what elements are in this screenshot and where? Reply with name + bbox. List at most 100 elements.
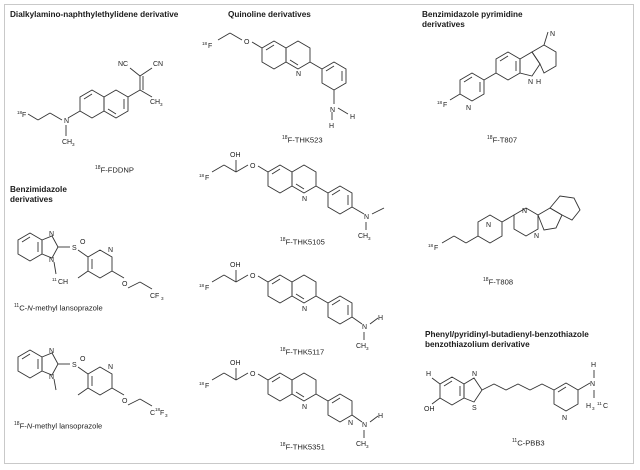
svg-text:N: N	[302, 404, 307, 411]
svg-text:CH: CH	[62, 139, 72, 146]
svg-text:N: N	[472, 371, 477, 378]
svg-text:N: N	[302, 196, 307, 203]
svg-text:N: N	[528, 79, 533, 86]
svg-text:S: S	[72, 362, 77, 369]
svg-text:18: 18	[199, 283, 205, 288]
svg-text:C: C	[150, 410, 155, 417]
caption-t807: 18F-T807	[487, 135, 518, 145]
svg-text:3: 3	[366, 444, 369, 449]
atom-cn: CN	[153, 61, 163, 68]
caption-fddnp: 18F-FDDNP	[95, 165, 134, 175]
svg-text:3: 3	[161, 296, 164, 301]
svg-text:OH: OH	[230, 360, 241, 367]
svg-text:18: 18	[202, 41, 208, 46]
svg-text:N: N	[49, 374, 54, 381]
svg-text:H: H	[350, 114, 355, 121]
svg-text:F: F	[434, 245, 438, 252]
svg-text:O: O	[250, 371, 256, 378]
svg-text:H: H	[378, 413, 383, 420]
atom-n: N	[64, 118, 69, 125]
svg-text:H: H	[536, 79, 541, 86]
caption-pbb3: 11C-PBB3	[512, 438, 545, 448]
svg-text:3: 3	[592, 406, 595, 411]
header-dialkylamino: Dialkylamino-naphthylethylidene derivati…	[10, 10, 179, 19]
svg-text:N: N	[590, 381, 595, 388]
svg-text:CF: CF	[150, 293, 159, 300]
header-phenyl: Phenyl/pyridinyl-butadienyl-benzothiazol…	[425, 330, 589, 349]
svg-text:O: O	[122, 398, 128, 405]
svg-text:N: N	[296, 71, 301, 78]
svg-text:18: 18	[155, 407, 161, 412]
svg-text:N: N	[362, 422, 367, 429]
svg-text:F: F	[205, 285, 209, 292]
svg-text:N: N	[466, 105, 471, 112]
svg-text:S: S	[472, 405, 477, 412]
atom-ch3: CH	[150, 99, 160, 106]
svg-text:F: F	[443, 102, 447, 109]
svg-text:18: 18	[199, 381, 205, 386]
svg-text:N: N	[522, 208, 527, 215]
svg-text:N: N	[49, 231, 54, 238]
svg-text:18: 18	[199, 173, 205, 178]
svg-text:3: 3	[72, 142, 75, 147]
svg-text:N: N	[550, 31, 555, 38]
caption-thk5105: 18F-THK5105	[280, 237, 325, 247]
svg-text:O: O	[250, 273, 256, 280]
caption-thk5351: 18F-THK5351	[280, 442, 325, 452]
svg-text:O: O	[122, 281, 128, 288]
svg-text:18: 18	[428, 243, 434, 248]
svg-text:F: F	[208, 43, 212, 50]
caption-f-lansoprazole: 18F-N-methyl lansoprazole	[14, 421, 103, 431]
svg-text:H: H	[586, 403, 591, 410]
svg-text:F: F	[205, 383, 209, 390]
svg-text:18: 18	[17, 110, 23, 115]
header-bzpyrimidine: Benzimidazole pyrimidine derivatives	[422, 10, 523, 29]
svg-text:O: O	[80, 356, 86, 363]
svg-text:N: N	[302, 306, 307, 313]
svg-text:O: O	[250, 163, 256, 170]
svg-text:CH: CH	[356, 343, 366, 350]
svg-text:18: 18	[437, 100, 443, 105]
header-benzimidazole: Benzimidazole derivatives	[10, 185, 67, 204]
svg-text:F: F	[22, 112, 26, 119]
svg-text:H: H	[329, 123, 334, 130]
figure-frame	[4, 4, 634, 464]
svg-text:F: F	[205, 175, 209, 182]
svg-text:N: N	[330, 107, 335, 114]
svg-text:11: 11	[597, 401, 602, 406]
svg-text:H: H	[591, 362, 596, 369]
svg-text:N: N	[49, 348, 54, 355]
svg-text:N: N	[49, 257, 54, 264]
svg-text:N: N	[108, 247, 113, 254]
svg-text:3: 3	[165, 413, 168, 418]
svg-text:OH: OH	[230, 262, 241, 269]
svg-text:N: N	[562, 415, 567, 422]
svg-text:S: S	[72, 245, 77, 252]
header-quinoline: Quinoline derivatives	[228, 10, 311, 19]
svg-text:F: F	[160, 410, 164, 417]
svg-text:N: N	[534, 233, 539, 240]
caption-c-lansoprazole: 11C-N-methyl lansoprazole	[14, 303, 103, 313]
caption-thk523: 18F-THK523	[282, 135, 323, 145]
svg-text:O: O	[80, 239, 86, 246]
caption-t808: 18F-T808	[483, 277, 514, 287]
svg-text:CH: CH	[358, 233, 368, 240]
atom-nc: NC	[118, 61, 128, 68]
svg-text:OH: OH	[230, 152, 241, 159]
svg-text:H: H	[378, 315, 383, 322]
svg-text:O: O	[244, 39, 250, 46]
svg-text:N: N	[348, 420, 353, 427]
svg-text:OH: OH	[424, 406, 435, 413]
svg-text:CH: CH	[58, 279, 68, 286]
svg-text:H: H	[426, 371, 431, 378]
svg-text:3: 3	[366, 346, 369, 351]
